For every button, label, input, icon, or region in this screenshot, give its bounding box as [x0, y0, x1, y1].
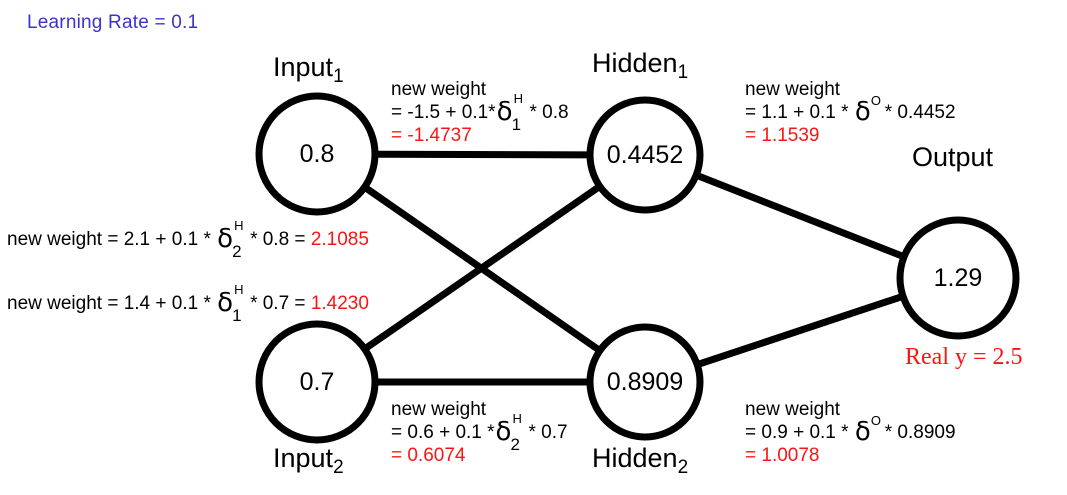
delta-symbol: δ [495, 417, 512, 447]
annotation-h2out-line1: new weight [745, 399, 841, 420]
annotation-i1h2-prefix: new weight = 2.1 + 0.1 * [7, 229, 217, 250]
node-caption-input1: Input1 [273, 52, 344, 88]
annotation-i1h1-line2-prefix: = -1.5 + 0.1* [391, 102, 496, 123]
delta-superscript: H [234, 218, 244, 233]
annotation-i1h2-result: 2.1085 [310, 229, 369, 250]
node-caption-input2: Input2 [273, 443, 344, 479]
node-circle-hidden1[interactable] [586, 96, 704, 214]
delta-subscript: 1 [511, 115, 522, 134]
real-y-label: Real y = 2.5 [905, 344, 1023, 370]
learning-rate-label: Learning Rate = 0.1 [27, 12, 199, 33]
delta-superscript: H [513, 91, 523, 106]
node-caption-hidden1-text: Hidden [592, 48, 678, 78]
node-value-hidden2: 0.8909 [606, 368, 684, 396]
edge-input2-hidden1 [315, 152, 647, 385]
node-value-input2: 0.7 [299, 368, 335, 396]
annotation-i1h1-line2-suffix: * 0.8 [529, 102, 569, 123]
node-circle-input2[interactable] [255, 320, 379, 444]
annotation-i2h2-line2-prefix: = 0.6 + 0.1 * [391, 422, 495, 443]
delta-symbol: δ [854, 97, 871, 127]
node-caption-input2-sub: 2 [333, 457, 344, 478]
node-circle-input1[interactable] [255, 92, 379, 216]
node-caption-input1-text: Input [273, 52, 334, 82]
annotation-i2h1-result: 1.4230 [310, 293, 369, 314]
node-caption-hidden2: Hidden2 [592, 443, 688, 479]
delta-superscript: H [234, 282, 244, 297]
node-caption-input2-text: Input [273, 443, 334, 473]
delta-subscript: 2 [510, 435, 520, 454]
delta-superscript: O [870, 93, 881, 108]
node-caption-hidden2-sub: 2 [677, 457, 689, 478]
node-caption-hidden1-sub: 1 [677, 62, 689, 83]
delta-symbol: δ [854, 417, 871, 447]
node-value-hidden1: 0.4452 [606, 141, 684, 169]
node-value-output: 1.29 [933, 264, 983, 292]
node-caption-output: Output [912, 142, 993, 178]
delta-subscript: 1 [232, 306, 242, 325]
annotation-i1h1-result: = -1.4737 [391, 125, 472, 146]
annotation-i1h1-line1: new weight [391, 79, 487, 100]
delta-superscript: O [870, 413, 881, 428]
node-circle-hidden2[interactable] [586, 323, 704, 441]
annotation-i1h2-suffix: * 0.8 = [250, 229, 311, 250]
annotation-i2h1-prefix: new weight = 1.4 + 0.1 * [7, 293, 217, 314]
annotation-i2h2-line1: new weight [391, 399, 487, 420]
annotation-h1out-line2-prefix: = 1.1 + 0.1 * [745, 102, 854, 123]
delta-symbol: δ [217, 288, 234, 318]
delta-subscript: 2 [232, 242, 242, 261]
annotation-h1out-line2-suffix: * 0.4452 [884, 102, 956, 123]
node-layer [255, 92, 1020, 444]
node-value-input1: 0.8 [299, 140, 335, 168]
annotation-h1out-line1: new weight [745, 79, 841, 100]
node-caption-hidden2-text: Hidden [592, 443, 678, 473]
annotation-h1out-result: = 1.1539 [745, 125, 820, 146]
annotation-i2h2-line2-suffix: * 0.7 [528, 422, 568, 443]
node-caption-hidden1: Hidden1 [592, 48, 688, 84]
annotation-i2h2-result: = 0.6074 [391, 445, 466, 466]
node-caption-output-text: Output [912, 142, 994, 172]
delta-symbol: δ [217, 224, 234, 254]
annotation-h2out-result: = 1.0078 [745, 445, 820, 466]
annotation-h2out-line2-prefix: = 0.9 + 0.1 * [745, 422, 854, 443]
node-caption-input1-sub: 1 [333, 66, 344, 87]
delta-superscript: H [512, 411, 522, 426]
annotation-h2out-line2-suffix: * 0.8909 [884, 422, 956, 443]
node-circle-output[interactable] [896, 216, 1020, 340]
delta-symbol: δ [496, 97, 513, 127]
annotation-i2h1-suffix: * 0.7 = [250, 293, 311, 314]
